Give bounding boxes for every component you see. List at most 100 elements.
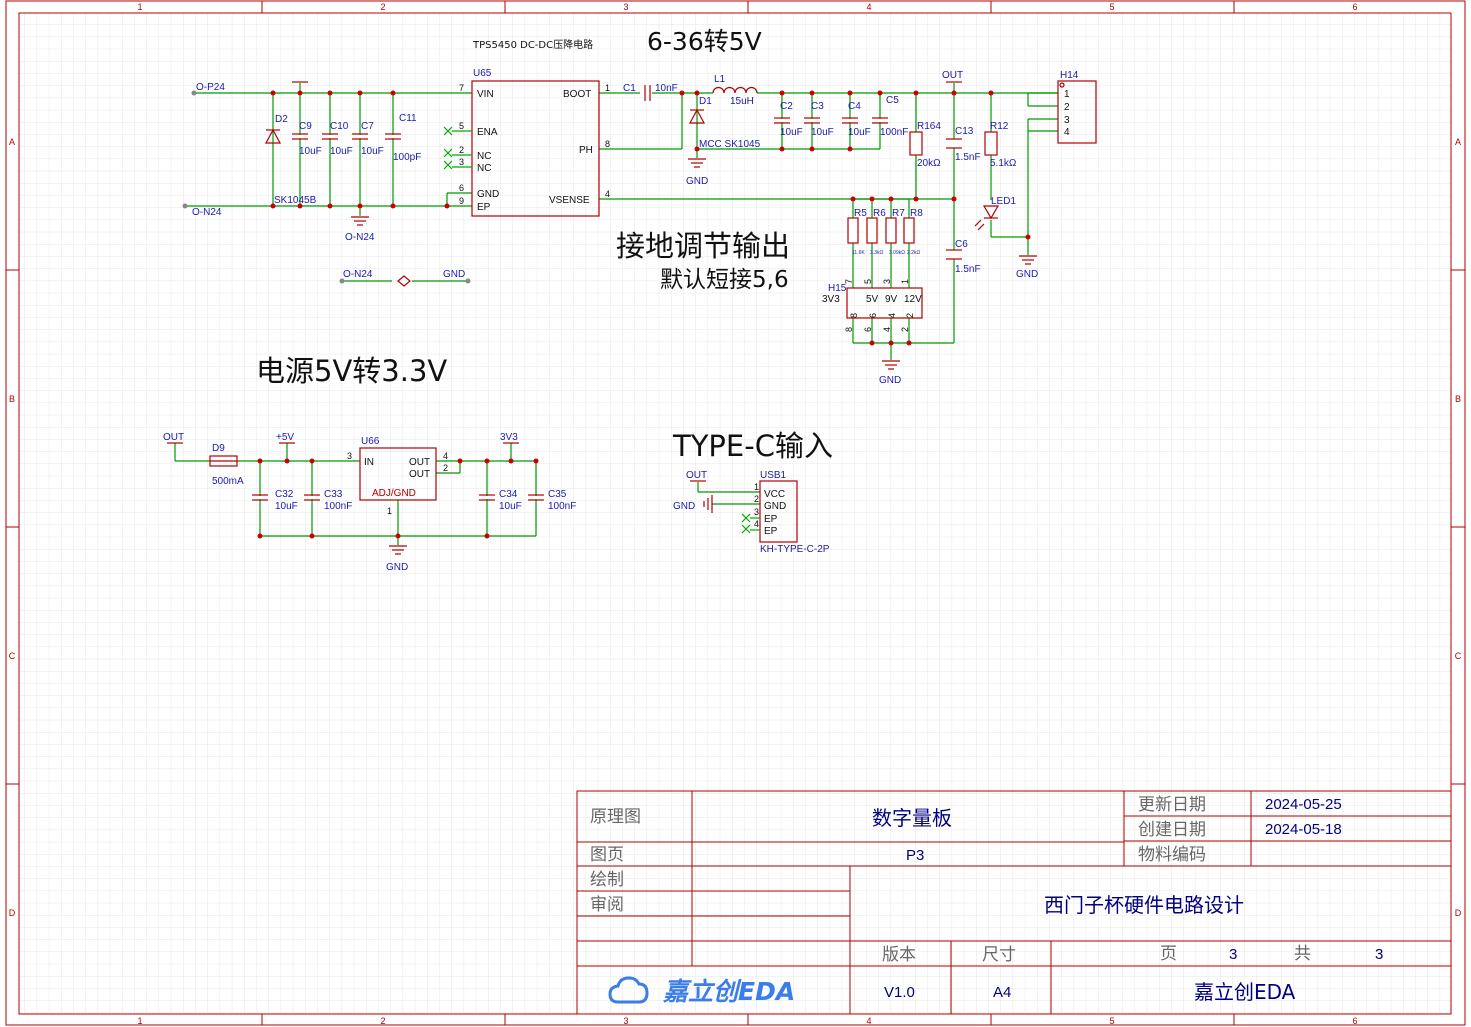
c5-capacitor-symbol[interactable] bbox=[872, 117, 888, 124]
frame-row-right-c: C bbox=[1455, 651, 1462, 661]
r6-value: 3.3kΩ bbox=[870, 250, 883, 256]
r7-resistor-symbol[interactable] bbox=[885, 217, 897, 244]
heading-type-c-input: TYPE-C输入 bbox=[672, 429, 833, 463]
c5-value: 100nF bbox=[880, 127, 908, 138]
c10-ref: C10 bbox=[330, 121, 349, 132]
h15-pin-bot-6: 6 bbox=[863, 327, 873, 332]
u65-pinnum-7: 7 bbox=[459, 83, 464, 93]
usb1-pinnum-3: 3 bbox=[754, 507, 759, 517]
usb1-ref: USB1 bbox=[760, 470, 787, 481]
d1-diode-symbol[interactable] bbox=[688, 108, 706, 124]
grid-background bbox=[19, 13, 1451, 1014]
c6-capacitor-symbol[interactable] bbox=[946, 249, 962, 260]
l1-inductor-symbol[interactable] bbox=[712, 86, 758, 94]
d1-value: MCC SK1045 bbox=[699, 139, 761, 150]
junction-dots bbox=[182, 90, 1031, 539]
h14-pin-1: 1 bbox=[1064, 89, 1070, 100]
h15-pin-in-8: 8 bbox=[849, 313, 859, 318]
c4-capacitor-symbol[interactable] bbox=[842, 117, 858, 124]
u66-body[interactable] bbox=[359, 447, 437, 501]
r6-resistor-symbol[interactable] bbox=[866, 217, 878, 244]
tb-material-label: 物料编码 bbox=[1138, 845, 1206, 865]
c10-capacitor-symbol[interactable] bbox=[322, 133, 338, 140]
h15-body[interactable] bbox=[846, 287, 923, 319]
frame-row-right-b: B bbox=[1455, 394, 1461, 404]
c33-capacitor-symbol[interactable] bbox=[304, 494, 320, 501]
u65-pinnum-5: 5 bbox=[459, 121, 464, 131]
c9-value: 10uF bbox=[299, 146, 322, 157]
c11-capacitor-symbol[interactable] bbox=[385, 133, 401, 140]
c1-capacitor-symbol[interactable] bbox=[644, 85, 651, 101]
c13-capacitor-symbol[interactable] bbox=[946, 138, 962, 149]
net-label-gnd-d1: GND bbox=[686, 176, 708, 187]
u66-pin-adj: ADJ/GND bbox=[372, 488, 416, 499]
frame-row-right-d: D bbox=[1455, 908, 1462, 918]
h15-pin-bot-4: 4 bbox=[882, 327, 892, 332]
net-label-gnd-usb: GND bbox=[673, 501, 695, 512]
tb-page-word: 页 bbox=[1160, 944, 1177, 964]
c34-ref: C34 bbox=[499, 489, 518, 500]
net-label-gnd-link: GND bbox=[443, 269, 465, 280]
c7-value: 10uF bbox=[361, 146, 384, 157]
tb-version-value: V1.0 bbox=[884, 984, 915, 1001]
c32-ref: C32 bbox=[275, 489, 294, 500]
tb-review-label: 审阅 bbox=[590, 895, 624, 915]
c1-ref: C1 bbox=[623, 83, 636, 94]
u65-pin-vin: VIN bbox=[477, 89, 494, 100]
h15-pin-in-6: 6 bbox=[868, 313, 878, 318]
usb1-pinnum-1: 1 bbox=[754, 482, 759, 492]
r164-resistor-symbol[interactable] bbox=[909, 131, 923, 156]
c35-value: 100nF bbox=[548, 501, 576, 512]
usb1-body[interactable] bbox=[759, 480, 798, 543]
frame-col-bottom-3: 3 bbox=[623, 1016, 628, 1026]
r12-resistor-symbol[interactable] bbox=[984, 131, 998, 156]
c34-value: 10uF bbox=[499, 501, 522, 512]
u65-pin-boot: BOOT bbox=[563, 89, 591, 100]
u66-pin-out2: OUT bbox=[409, 469, 430, 480]
tb-created-label: 创建日期 bbox=[1138, 820, 1206, 840]
no-connect-marks bbox=[443, 126, 760, 534]
l1-ref: L1 bbox=[714, 74, 726, 85]
h14-body[interactable] bbox=[1057, 80, 1097, 144]
c9-capacitor-symbol[interactable] bbox=[292, 133, 308, 140]
c11-value: 100pF bbox=[393, 152, 421, 163]
frame-row-left-d: D bbox=[9, 908, 16, 918]
c3-capacitor-symbol[interactable] bbox=[804, 117, 820, 124]
c35-capacitor-symbol[interactable] bbox=[528, 494, 544, 501]
heading-dcdc-chip: TPS5450 DC-DC压降电路 bbox=[472, 38, 593, 51]
net-label-on24-gnd: O-N24 bbox=[345, 232, 375, 243]
tb-page-num: 3 bbox=[1229, 946, 1237, 963]
u65-body[interactable] bbox=[471, 80, 600, 217]
d2-diode-symbol[interactable] bbox=[264, 128, 282, 144]
c2-capacitor-symbol[interactable] bbox=[774, 117, 790, 124]
tb-drawn-label: 绘制 bbox=[590, 870, 624, 890]
c13-ref: C13 bbox=[955, 126, 974, 137]
d2-value: SK1045B bbox=[274, 195, 317, 206]
h15-label-12v: 12V bbox=[904, 294, 922, 305]
tb-created-date: 2024-05-18 bbox=[1265, 821, 1342, 838]
r5-resistor-symbol[interactable] bbox=[847, 217, 859, 244]
c34-capacitor-symbol[interactable] bbox=[479, 494, 495, 501]
led1-symbol[interactable] bbox=[974, 205, 1000, 231]
led1-ref: LED1 bbox=[991, 196, 1016, 207]
u65-pinnum-2: 2 bbox=[459, 145, 464, 155]
c32-capacitor-symbol[interactable] bbox=[252, 494, 268, 501]
frame-col-top-6: 6 bbox=[1352, 2, 1357, 12]
c3-ref: C3 bbox=[811, 101, 824, 112]
h15-label-5v: 5V bbox=[866, 294, 879, 305]
h15-pin-in-2: 2 bbox=[905, 313, 915, 318]
r8-resistor-symbol[interactable] bbox=[903, 217, 915, 244]
h15-pin-bot-8: 8 bbox=[844, 327, 854, 332]
u66-pin-in: IN bbox=[364, 457, 374, 468]
u66-pinnum-4: 4 bbox=[443, 451, 448, 461]
u65-pin-ep: EP bbox=[477, 202, 491, 213]
u65-pinnum-1: 1 bbox=[605, 83, 610, 93]
net-label-op24: O-P24 bbox=[196, 82, 225, 93]
h15-ref: H15 bbox=[828, 283, 847, 294]
c7-capacitor-symbol[interactable] bbox=[352, 133, 368, 140]
tb-version-label: 版本 bbox=[882, 945, 916, 965]
r12-value: 5.1kΩ bbox=[990, 158, 1017, 169]
frame-col-top-5: 5 bbox=[1109, 2, 1114, 12]
wires bbox=[174, 83, 1058, 545]
